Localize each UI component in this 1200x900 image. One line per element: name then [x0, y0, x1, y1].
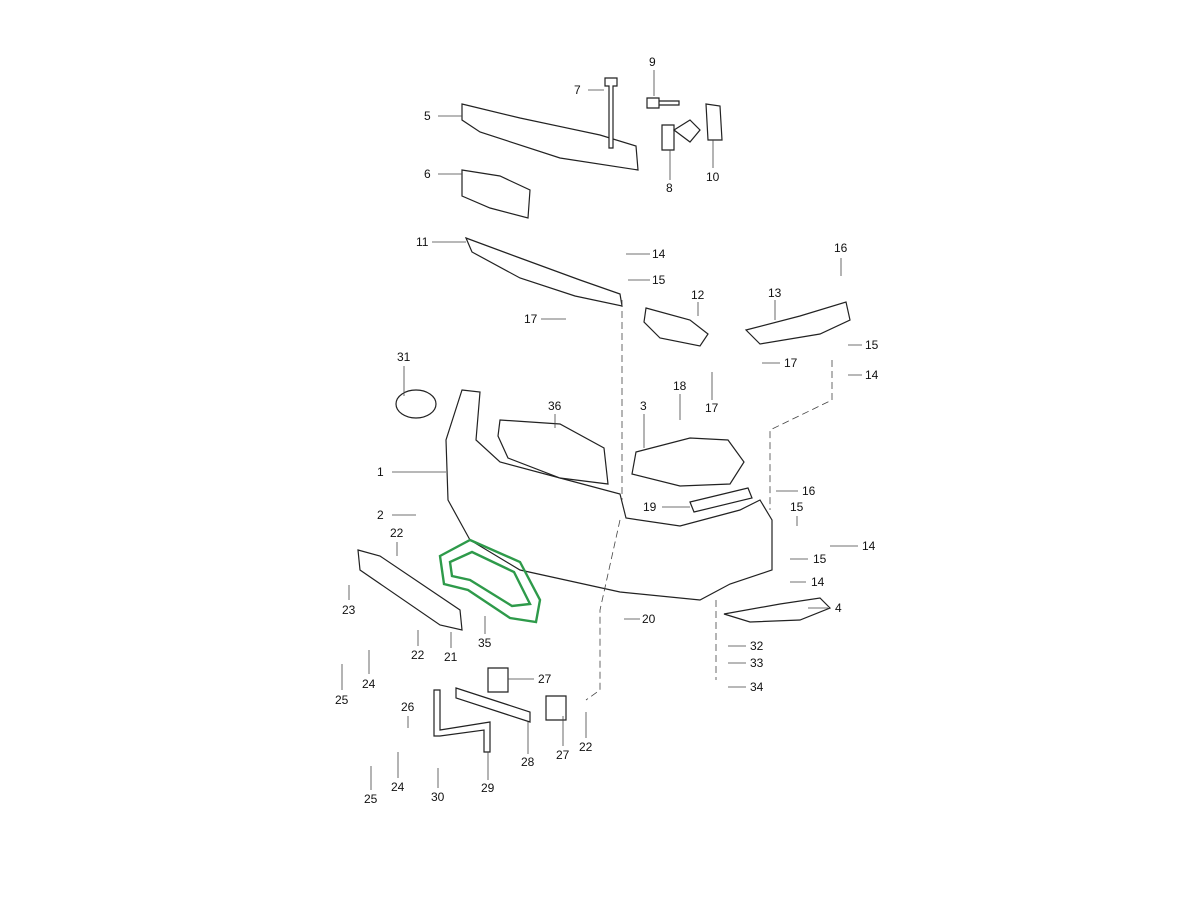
part-8-bracket	[661, 119, 701, 151]
callout-17[interactable]: 17	[524, 312, 538, 326]
callout-11[interactable]: 11	[416, 235, 429, 249]
callout-15[interactable]: 15	[865, 338, 879, 352]
part-21-bracket	[357, 549, 463, 631]
callout-34[interactable]: 34	[750, 680, 764, 694]
part-10-plate	[705, 103, 723, 141]
callout-13[interactable]: 13	[768, 286, 782, 300]
callout-29[interactable]: 29	[481, 781, 495, 795]
callout-18[interactable]: 18	[673, 379, 687, 393]
callout-16[interactable]: 16	[802, 484, 816, 498]
callout-17[interactable]: 17	[705, 401, 719, 415]
part-27-block-b	[545, 695, 567, 721]
callout-2[interactable]: 2	[377, 508, 384, 522]
callout-21[interactable]: 21	[444, 650, 458, 664]
callout-7[interactable]: 7	[574, 83, 581, 97]
callout-19[interactable]: 19	[643, 500, 657, 514]
part-27-block	[487, 667, 509, 693]
part-13-bracket	[744, 301, 851, 345]
callout-23[interactable]: 23	[342, 603, 356, 617]
callout-17[interactable]: 17	[784, 356, 798, 370]
callout-12[interactable]: 12	[691, 288, 705, 302]
callout-6[interactable]: 6	[424, 167, 431, 181]
callout-30[interactable]: 30	[431, 790, 445, 804]
part-35-grille-highlight	[438, 538, 542, 624]
part-9-bolt	[646, 97, 680, 109]
callout-35[interactable]: 35	[478, 636, 492, 650]
callout-1[interactable]: 1	[377, 465, 384, 479]
callout-24[interactable]: 24	[362, 677, 376, 691]
part-4-spoiler	[723, 597, 832, 623]
callout-25[interactable]: 25	[364, 792, 378, 806]
callout-20[interactable]: 20	[642, 612, 656, 626]
callout-33[interactable]: 33	[750, 656, 764, 670]
callout-15[interactable]: 15	[790, 500, 804, 514]
callout-labels: 7 9 5 10 8 6 11 14 16 15 12 13 17 15 17 …	[335, 55, 879, 806]
callout-3[interactable]: 3	[640, 399, 647, 413]
part-28-bar	[455, 687, 531, 723]
callout-16[interactable]: 16	[834, 241, 848, 255]
part-7-bolt	[604, 77, 618, 149]
callout-4[interactable]: 4	[835, 601, 842, 615]
callout-26[interactable]: 26	[401, 700, 415, 714]
callout-14[interactable]: 14	[862, 539, 876, 553]
callout-27[interactable]: 27	[538, 672, 552, 686]
part-6-bracket	[461, 169, 531, 219]
callout-27[interactable]: 27	[556, 748, 570, 762]
callout-24[interactable]: 24	[391, 780, 405, 794]
part-36-grille	[497, 419, 609, 485]
callout-22[interactable]: 22	[411, 648, 425, 662]
part-19-strip	[689, 487, 753, 513]
callout-22[interactable]: 22	[579, 740, 593, 754]
callout-8[interactable]: 8	[666, 181, 673, 195]
callout-15[interactable]: 15	[652, 273, 666, 287]
callout-14[interactable]: 14	[865, 368, 879, 382]
part-31-cap	[395, 389, 437, 419]
callout-31[interactable]: 31	[397, 350, 411, 364]
callout-10[interactable]: 10	[706, 170, 720, 184]
callout-5[interactable]: 5	[424, 109, 431, 123]
part-11-carrier	[464, 236, 623, 307]
part-29-bar	[433, 689, 491, 753]
callout-14[interactable]: 14	[811, 575, 825, 589]
callout-36[interactable]: 36	[548, 399, 562, 413]
leader-lines	[341, 70, 862, 790]
callout-25[interactable]: 25	[335, 693, 349, 707]
callout-9[interactable]: 9	[649, 55, 656, 69]
callout-28[interactable]: 28	[521, 755, 535, 769]
part-35-grille-inner	[448, 550, 532, 608]
part-3-grille	[631, 437, 745, 487]
callout-22[interactable]: 22	[390, 526, 404, 540]
assembly-lines	[585, 300, 833, 701]
callout-14[interactable]: 14	[652, 247, 666, 261]
part-5-bumper-beam	[461, 103, 639, 171]
callout-32[interactable]: 32	[750, 639, 764, 653]
part-shapes	[357, 77, 851, 753]
part-1-bumper-cover	[445, 389, 773, 601]
part-12-bracket	[643, 307, 709, 347]
callout-15[interactable]: 15	[813, 552, 827, 566]
